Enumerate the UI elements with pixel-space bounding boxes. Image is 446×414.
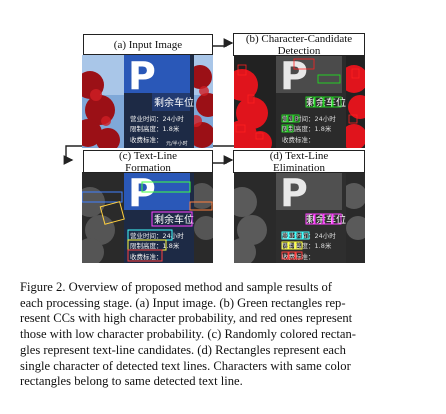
svg-text:限制高度：1.8米: 限制高度：1.8米 xyxy=(130,241,180,250)
svg-text:剩余车位: 剩余车位 xyxy=(306,213,346,226)
caption-line-2: each processing stage. (a) Input image. … xyxy=(20,295,346,310)
panel-d-label-line1: (d) Text-Line xyxy=(269,149,329,162)
panel-a-label: (a) Input Image xyxy=(83,34,213,55)
panel-c-label-line1: (c) Text-Line xyxy=(119,149,177,162)
panel-b-label-line1: (b) Character-Candidate xyxy=(245,32,353,45)
panel-b-label: (b) Character-Candidate Detection xyxy=(233,32,365,57)
caption-line-7: rectangles belong to same detected text … xyxy=(20,374,243,389)
svg-text:收费标准：: 收费标准： xyxy=(130,252,163,261)
sign-line2: 限制高度：1.8米 xyxy=(130,124,180,133)
panel-d-label: (d) Text-Line Elimination xyxy=(233,149,365,174)
svg-text:剩余车位: 剩余车位 xyxy=(154,213,194,226)
arrow-a-to-b xyxy=(213,38,234,48)
svg-text:P: P xyxy=(280,172,308,215)
sign-big-p: P xyxy=(128,55,156,98)
panel-c-label-line2: Formation xyxy=(125,161,171,174)
figure-caption: Figure 2. Overview of proposed method an… xyxy=(20,280,430,390)
svg-text:限制高度：1.8米: 限制高度：1.8米 xyxy=(282,124,332,133)
svg-text:剩余车位: 剩余车位 xyxy=(306,96,346,109)
sign-line3: 收费标准： xyxy=(130,135,163,144)
panel-c-label: (c) Text-Line Formation xyxy=(83,149,213,174)
caption-line-6: single character of detected text lines.… xyxy=(20,358,351,373)
panel-a-image: P 剩余车位 营业时间：24小时 限制高度：1.8米 收费标准： 元/半小时 xyxy=(82,55,213,148)
caption-line-1: Figure 2. Overview of proposed method an… xyxy=(20,280,332,294)
svg-text:限制高度：1.8米: 限制高度：1.8米 xyxy=(282,241,332,250)
svg-text:营业时间：24小时: 营业时间：24小时 xyxy=(130,231,184,240)
sign-line1: 营业时间：24小时 xyxy=(130,114,184,123)
sign-title: 剩余车位 xyxy=(154,96,194,109)
svg-text:收费标准：: 收费标准： xyxy=(282,252,315,261)
caption-line-4: those with low character probability. (c… xyxy=(20,327,356,342)
arrow-c-to-d xyxy=(213,155,234,165)
sign-line3b: 元/半小时 xyxy=(166,140,188,147)
caption-line-5: gles represent text-line candidates. (d)… xyxy=(20,342,346,357)
svg-text:收费标准：: 收费标准： xyxy=(282,135,315,144)
panel-b-label-line2: Detection xyxy=(277,44,321,57)
svg-text:营业时间：24小时: 营业时间：24小时 xyxy=(282,114,336,123)
svg-text:P: P xyxy=(128,172,156,215)
caption-line-3: resent CCs with high character probabili… xyxy=(20,311,353,326)
panel-c-image: P 剩余车位 营业时间：24小时 限制高度：1.8米 收费标准： xyxy=(82,172,213,263)
panel-d-label-line2: Elimination xyxy=(273,161,325,174)
panel-b-image: P 剩余车位 营业时间：24小时 限制高度：1.8米 收费标准： xyxy=(234,55,365,148)
panel-d-image: P 剩余车位 营业时间：24小时 限制高度：1.8米 收费标准： xyxy=(234,172,365,263)
